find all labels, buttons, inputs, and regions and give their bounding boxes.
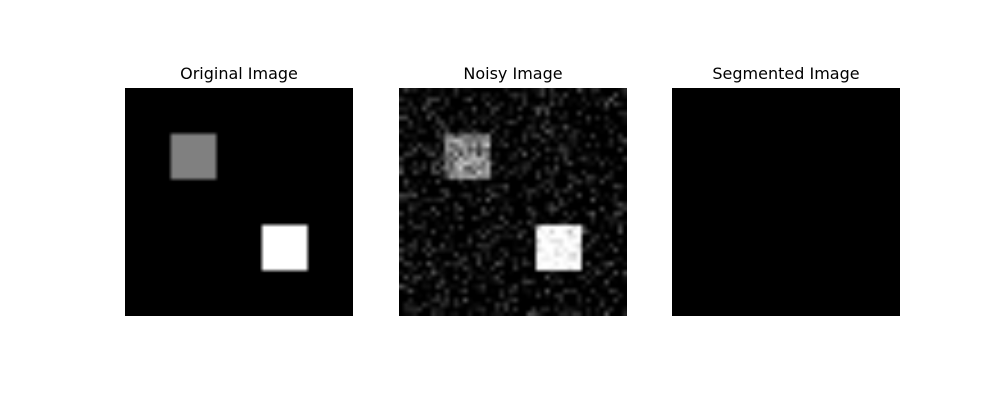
segmented-image-title: Segmented Image bbox=[712, 64, 860, 83]
noisy-image-title: Noisy Image bbox=[463, 64, 563, 83]
original-image-title: Original Image bbox=[180, 64, 298, 83]
noisy-image bbox=[399, 88, 627, 316]
segmented-image-canvas bbox=[672, 88, 900, 316]
noisy-image-canvas bbox=[399, 88, 627, 316]
original-image bbox=[125, 88, 353, 316]
original-image-canvas bbox=[125, 88, 353, 316]
segmented-image bbox=[672, 88, 900, 316]
